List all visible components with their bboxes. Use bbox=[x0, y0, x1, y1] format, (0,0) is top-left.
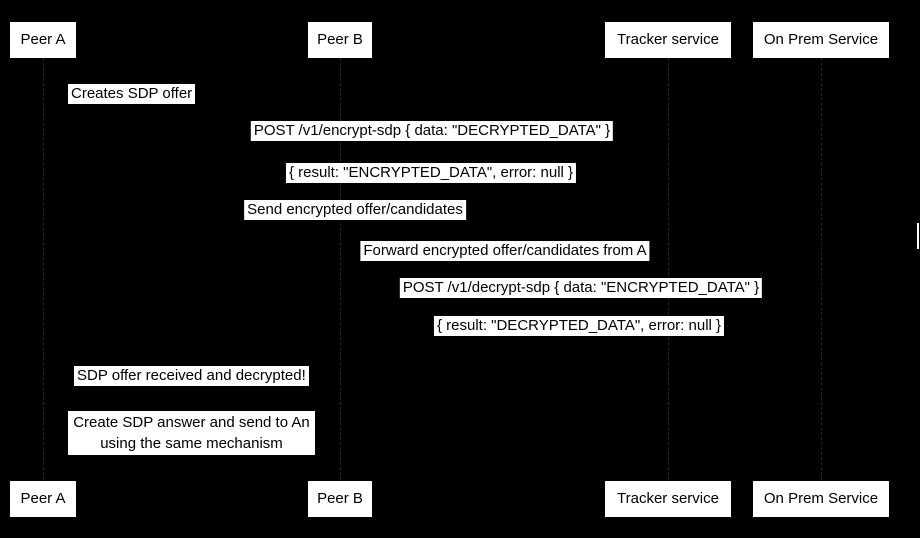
message-creates-sdp-offer: Creates SDP offer bbox=[68, 84, 196, 104]
actor-top-onprem: On Prem Service bbox=[753, 22, 889, 58]
actor-top-tracker: Tracker service bbox=[605, 22, 731, 58]
message-result-encrypted: { result: "ENCRYPTED_DATA", error: null … bbox=[285, 163, 577, 183]
note-line-1: Create SDP answer and send to An bbox=[73, 414, 310, 431]
note-create-sdp-answer: Create SDP answer and send to An using t… bbox=[68, 411, 315, 455]
lifeline-peer-a bbox=[43, 58, 44, 480]
message-result-decrypted: { result: "DECRYPTED_DATA", error: null … bbox=[433, 316, 725, 336]
actor-bottom-peer-b: Peer B bbox=[308, 481, 372, 517]
message-sdp-offer-received: SDP offer received and decrypted! bbox=[74, 366, 309, 386]
actor-top-peer-a: Peer A bbox=[10, 22, 76, 58]
lifeline-tracker bbox=[668, 58, 669, 480]
message-forward-encrypted-offer: Forward encrypted offer/candidates from … bbox=[360, 241, 650, 261]
note-line-2: using the same mechanism bbox=[100, 435, 283, 452]
message-send-encrypted-offer: Send encrypted offer/candidates bbox=[244, 200, 466, 220]
lifeline-onprem bbox=[821, 58, 822, 480]
actor-bottom-onprem: On Prem Service bbox=[753, 481, 889, 517]
actor-bottom-tracker: Tracker service bbox=[605, 481, 731, 517]
lifeline-peer-b bbox=[340, 58, 341, 480]
right-edge-sliver bbox=[917, 223, 919, 249]
actor-bottom-peer-a: Peer A bbox=[10, 481, 76, 517]
actor-top-peer-b: Peer B bbox=[308, 22, 372, 58]
message-post-encrypt-sdp: POST /v1/encrypt-sdp { data: "DECRYPTED_… bbox=[250, 121, 614, 141]
message-post-decrypt-sdp: POST /v1/decrypt-sdp { data: "ENCRYPTED_… bbox=[399, 278, 763, 298]
